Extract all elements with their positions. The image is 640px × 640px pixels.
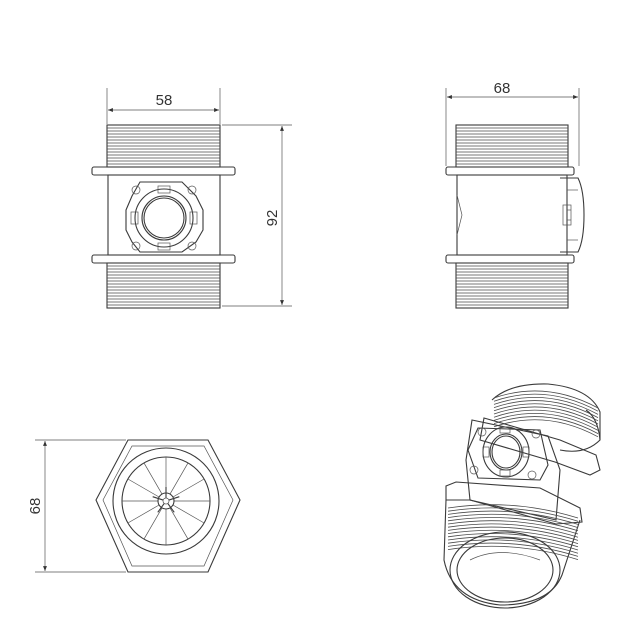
thread-line	[447, 513, 579, 528]
front-bottom-thread-lines	[107, 265, 220, 306]
front-lower-flange	[91, 254, 236, 264]
thread-line	[493, 403, 599, 422]
thread-line	[493, 390, 599, 409]
dimension-front-width: 58	[106, 88, 221, 124]
impeller	[122, 457, 210, 545]
iso-front-thread	[443, 499, 581, 609]
thread-line	[447, 507, 579, 522]
end-height-label: 68	[27, 498, 44, 515]
impeller-spoke	[143, 507, 163, 540]
front-height-label: 92	[264, 210, 281, 227]
iso-back-flange	[479, 417, 601, 476]
thread-line	[447, 504, 579, 519]
thread-line	[493, 412, 599, 431]
side-width-label: 68	[494, 80, 511, 97]
front-width-label: 58	[156, 92, 173, 109]
thread-line	[447, 523, 579, 538]
front-top-thread-lines	[107, 127, 220, 165]
isometric-view	[443, 383, 601, 609]
impeller-spoke	[127, 504, 160, 524]
hex-outline	[95, 439, 241, 573]
side-top-thread-lines	[456, 127, 568, 165]
impeller-spoke	[127, 478, 160, 498]
thread-line	[447, 529, 579, 544]
thread-line	[447, 520, 579, 535]
dimension-side-width: 68	[445, 80, 580, 166]
iso-body	[465, 419, 561, 521]
sensor-port	[125, 181, 204, 253]
thread-line	[447, 533, 579, 548]
thread-line	[493, 400, 599, 418]
impeller-spoke	[172, 478, 205, 498]
thread-line	[447, 536, 579, 551]
dimension-end-height: 68	[27, 439, 126, 573]
impeller-spoke	[169, 507, 189, 540]
thread-line	[493, 409, 599, 428]
end-outer-ring	[112, 447, 220, 555]
thread-line	[493, 393, 599, 412]
front-view: 58 92	[91, 88, 292, 309]
dimension-front-height: 92	[222, 124, 292, 307]
iso-back-thread	[491, 383, 601, 452]
thread-line	[493, 416, 599, 434]
impeller-spoke	[172, 504, 205, 524]
thread-line	[447, 542, 579, 557]
side-bottom-thread	[455, 262, 569, 309]
thread-line	[447, 526, 579, 541]
side-upper-flange	[445, 166, 575, 176]
thread-line	[447, 539, 579, 554]
thread-line	[493, 406, 599, 425]
iso-front-flange	[445, 481, 583, 525]
side-bottom-thread-lines	[456, 265, 568, 306]
thread-line	[447, 545, 579, 560]
front-upper-flange	[91, 166, 236, 176]
side-port	[456, 177, 585, 253]
thread-line	[493, 396, 599, 415]
iso-port	[467, 426, 549, 481]
impeller-spoke	[143, 462, 163, 495]
impeller-spoke	[169, 462, 189, 495]
side-body	[456, 174, 568, 256]
thread-line	[447, 510, 579, 525]
front-bottom-thread	[106, 262, 221, 309]
end-view: 68	[27, 439, 241, 573]
side-lower-flange	[445, 254, 575, 264]
thread-line	[447, 517, 579, 532]
side-view: 68	[445, 80, 585, 309]
